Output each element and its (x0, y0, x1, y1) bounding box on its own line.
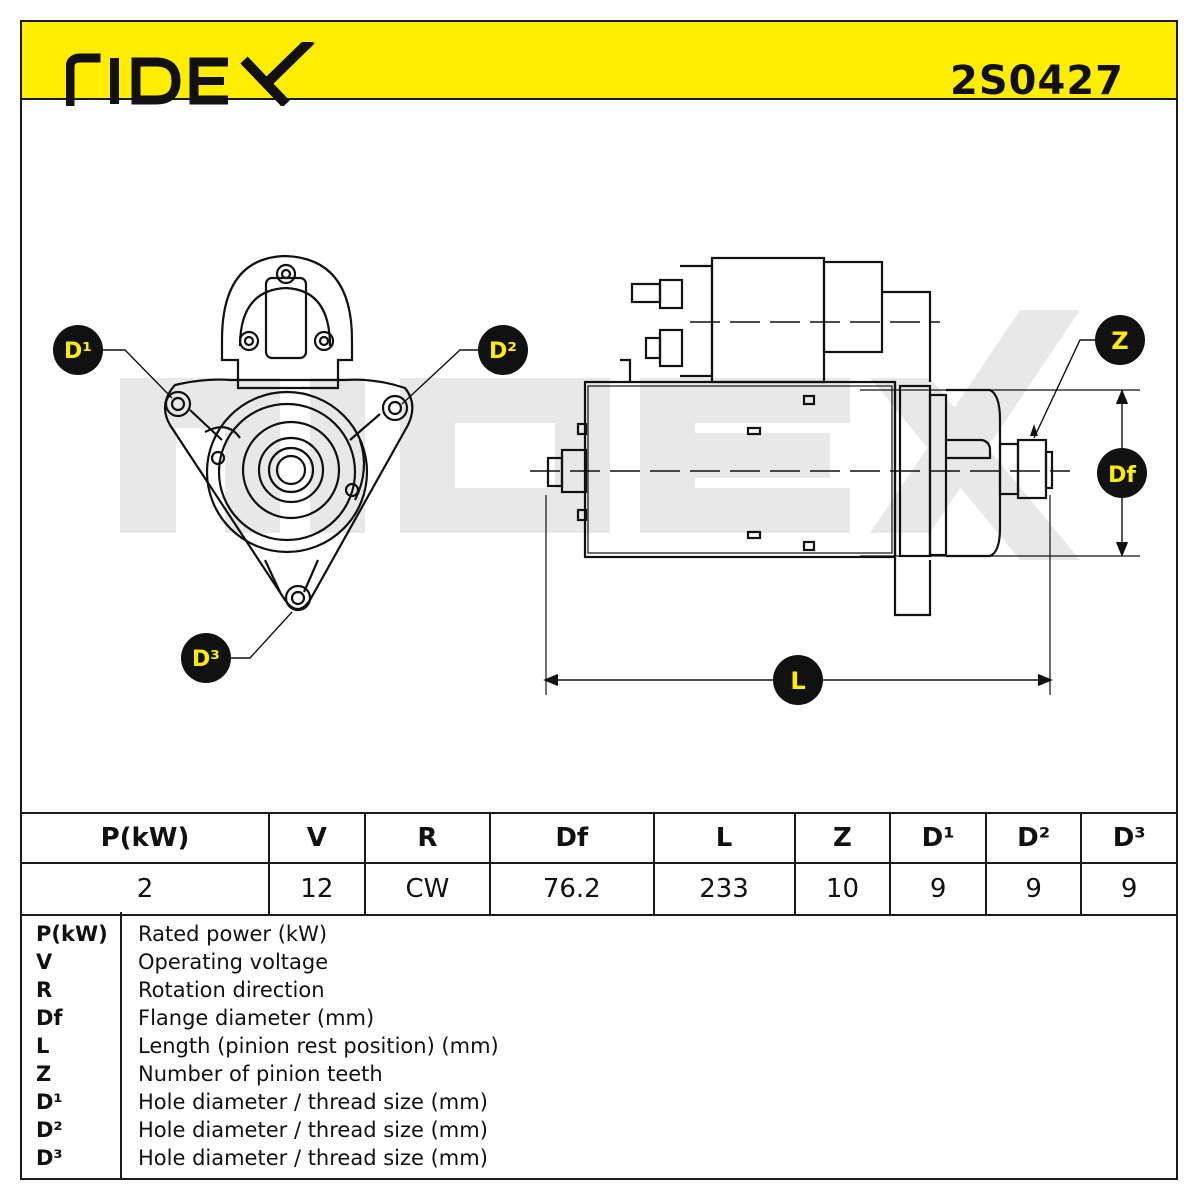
part-number: 2S0427 (950, 58, 1124, 104)
legend-row: D² Hole diameter / thread size (mm) (22, 1118, 1172, 1146)
callout-leaders (102, 339, 1096, 659)
spec-header-cell: D¹ (889, 812, 987, 864)
legend-description: Flange diameter (mm) (138, 1006, 375, 1030)
legend-row: R Rotation direction (22, 978, 1172, 1006)
legend-symbol: R (36, 978, 53, 1002)
legend-row: P(kW) Rated power (kW) (22, 922, 1172, 950)
spec-header-cell: P(kW) (20, 812, 270, 864)
spec-value-row: 2 12 CW 76.2 233 10 9 9 9 (20, 862, 1178, 916)
spec-value-cell: 9 (889, 862, 987, 916)
legend-description: Rated power (kW) (138, 922, 328, 946)
legend-symbol: D¹ (36, 1090, 63, 1114)
ridex-logo (66, 42, 315, 106)
legend-divider (120, 912, 122, 1178)
header-bar: 2S0427 (20, 20, 1178, 106)
callout-d1: D¹ (53, 325, 103, 375)
spec-header-cell: D³ (1080, 812, 1178, 864)
legend-symbol: V (36, 950, 53, 974)
legend-description: Number of pinion teeth (138, 1062, 383, 1086)
spec-value-cell: 10 (793, 862, 892, 916)
legend-row: D¹ Hole diameter / thread size (mm) (22, 1090, 1172, 1118)
legend-description: Hole diameter / thread size (mm) (138, 1146, 488, 1170)
legend-description: Hole diameter / thread size (mm) (138, 1118, 488, 1142)
callout-d3-label: D³ (192, 647, 220, 672)
callout-l: L (773, 655, 823, 705)
callout-z: Z (1095, 315, 1145, 365)
spec-header-cell: Z (793, 812, 892, 864)
spec-header-cell: V (267, 812, 366, 864)
callout-z-label: Z (1111, 327, 1128, 355)
spec-header-cell: D² (984, 812, 1083, 864)
legend-description: Operating voltage (138, 950, 329, 974)
z-arrow-icon (1030, 424, 1038, 436)
callout-df: Df (1097, 448, 1147, 498)
spec-value-cell: 2 (20, 862, 270, 916)
technical-drawing: D¹ D² D³ Z Df L (53, 254, 1147, 705)
callout-d2-label: D² (489, 339, 517, 364)
legend-row: Df Flange diameter (mm) (22, 1006, 1172, 1034)
spec-value-cell: 76.2 (489, 862, 655, 916)
spec-header-cell: R (363, 812, 492, 864)
legend-symbol: P(kW) (36, 922, 108, 946)
legend-symbol: D² (36, 1118, 63, 1142)
legend-row: Z Number of pinion teeth (22, 1062, 1172, 1090)
legend-row: D³ Hole diameter / thread size (mm) (22, 1146, 1172, 1174)
legend-box: P(kW) Rated power (kW) V Operating volta… (20, 912, 1178, 1180)
spec-value-cell: 9 (984, 862, 1083, 916)
spec-value-cell: 12 (267, 862, 366, 916)
legend-symbol: L (36, 1034, 50, 1058)
callout-d3: D³ (181, 633, 231, 683)
starter-front-view (163, 254, 414, 612)
legend-row: V Operating voltage (22, 950, 1172, 978)
legend-row: L Length (pinion rest position) (mm) (22, 1034, 1172, 1062)
callout-df-label: Df (1108, 463, 1136, 488)
watermark-logo (120, 310, 1080, 560)
legend-symbol: Df (36, 1006, 63, 1030)
legend-symbol: Z (36, 1062, 52, 1086)
legend-symbol: D³ (36, 1146, 63, 1170)
legend-description: Length (pinion rest position) (mm) (138, 1034, 499, 1058)
spec-value-cell: CW (363, 862, 492, 916)
spec-header-cell: Df (489, 812, 655, 864)
spec-table: P(kW) V R Df L Z D¹ D² D³ 2 12 CW 76.2 2… (20, 812, 1178, 916)
callout-d2: D² (478, 325, 528, 375)
legend-description: Hole diameter / thread size (mm) (138, 1090, 488, 1114)
callout-l-label: L (790, 667, 805, 695)
legend-description: Rotation direction (138, 978, 325, 1002)
callout-d1-label: D¹ (64, 339, 92, 364)
spec-header-cell: L (652, 812, 796, 864)
spec-value-cell: 9 (1080, 862, 1178, 916)
spec-value-cell: 233 (652, 862, 796, 916)
spec-header-row: P(kW) V R Df L Z D¹ D² D³ (20, 812, 1178, 864)
